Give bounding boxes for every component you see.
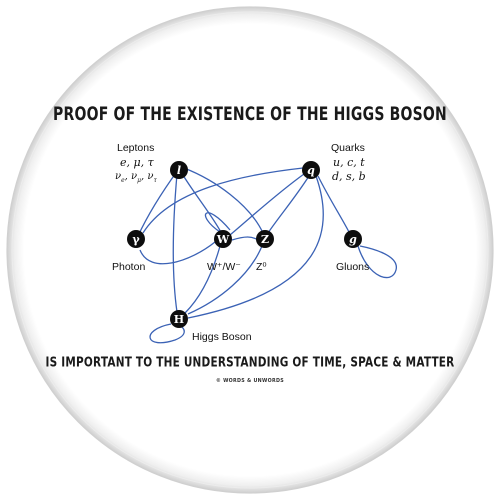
gluon-node: g: [344, 230, 362, 248]
line-gluon-loop: [357, 245, 397, 279]
leptons-neutrinos: νe, νμ, ντ: [115, 171, 157, 184]
line-quark-w: [229, 173, 305, 236]
page-subtitle: IS IMPORTANT TO THE UNDERSTANDING OF TIM…: [45, 355, 455, 371]
z-boson-node: Z: [256, 230, 274, 248]
line-lepton-z: [183, 167, 264, 234]
line-quark-z: [267, 175, 310, 234]
photon-label: Photon: [112, 261, 146, 273]
line-quark-photon: [142, 167, 304, 234]
leptons-charged: e, μ, τ: [120, 156, 154, 169]
w-boson-label: W⁺/W⁻: [207, 261, 241, 273]
w-boson-node: W: [214, 230, 232, 248]
disc-inner-rim: [11, 11, 489, 489]
page-title: PROOF OF THE EXISTENCE OF THE HIGGS BOSO…: [53, 104, 447, 126]
line-lepton-w: [180, 171, 223, 235]
brand-credit: © WORDS & UNWORDS: [216, 379, 284, 384]
quark-node: q: [302, 161, 320, 179]
line-w-loop: [204, 212, 231, 233]
higgs-label: Higgs Boson: [192, 331, 252, 343]
line-photon-w: [139, 241, 216, 265]
z-boson-label: Z⁰: [256, 261, 267, 273]
quarks-down-type: d, s, b: [332, 170, 366, 183]
line-w-higgs: [184, 245, 221, 314]
line-higgs-loop: [149, 323, 185, 344]
line-quark-higgs: [187, 175, 324, 319]
charger-disc: [6, 6, 494, 494]
line-quark-gluon: [317, 175, 351, 235]
interaction-lines: [137, 167, 397, 344]
line-lepton-higgs: [172, 173, 178, 313]
photon-node: γ: [127, 230, 145, 248]
gluon-label: Gluons: [336, 261, 370, 273]
leptons-heading: Leptons: [117, 142, 155, 154]
lepton-node: l: [170, 161, 188, 179]
quarks-up-type: u, c, t: [333, 156, 365, 169]
line-z-higgs: [187, 245, 263, 315]
quarks-heading: Quarks: [331, 142, 365, 154]
higgs-node: H: [170, 310, 188, 328]
